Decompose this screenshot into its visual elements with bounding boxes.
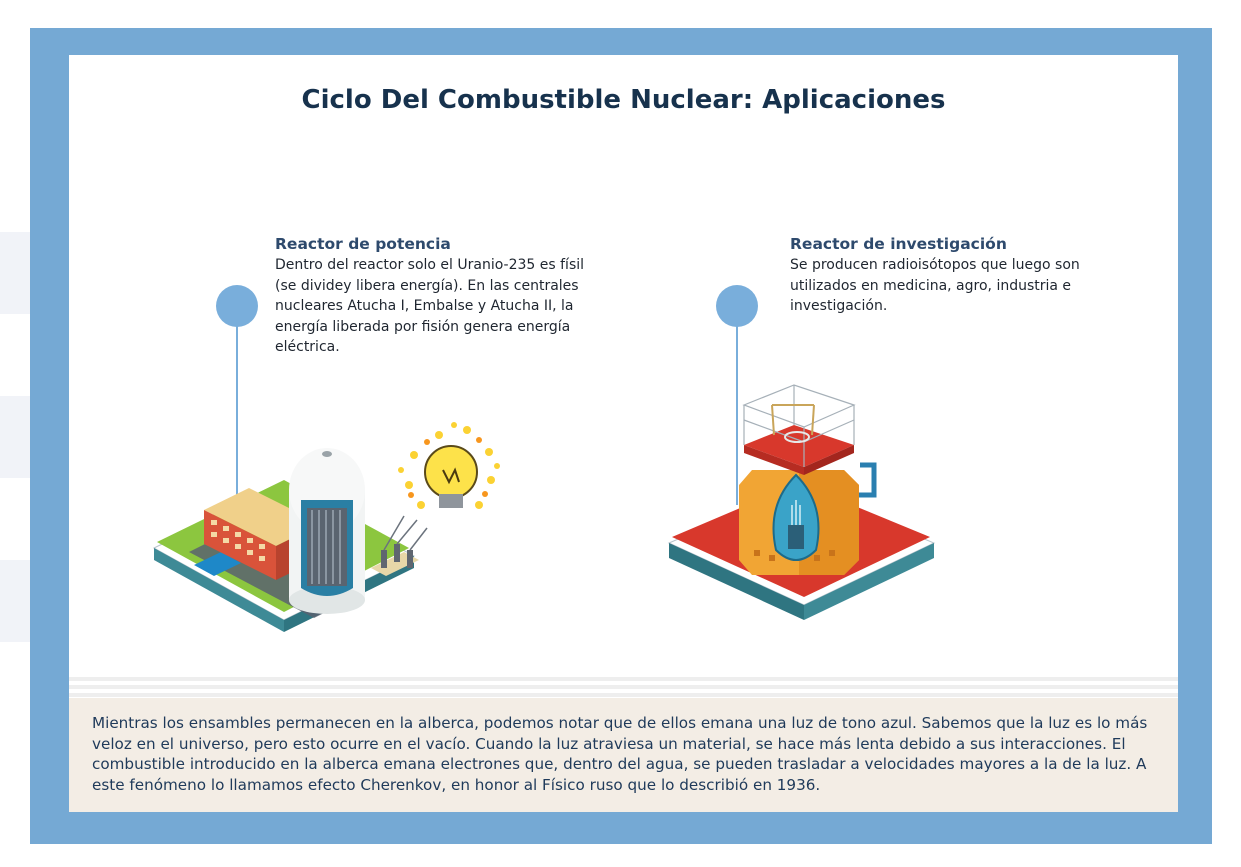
section-heading: Reactor de potencia xyxy=(275,235,451,253)
side-strip xyxy=(0,560,30,642)
marker-line xyxy=(736,320,738,505)
divider xyxy=(69,685,1178,689)
footer-note: Mientras los ensambles permanecen en la … xyxy=(69,698,1178,812)
marker-line xyxy=(236,320,238,510)
section-heading: Reactor de investigación xyxy=(790,235,1007,253)
footer-text: Mientras los ensambles permanecen en la … xyxy=(92,714,1148,794)
power-plant-illustration xyxy=(152,422,500,632)
divider xyxy=(69,677,1178,681)
section-power-reactor: Reactor de potencia Dentro del reactor s… xyxy=(275,235,605,358)
content-panel: Ciclo Del Combustible Nuclear: Aplicacio… xyxy=(69,55,1178,812)
section-body: Dentro del reactor solo el Uranio-235 es… xyxy=(275,257,585,355)
section-research-reactor: Reactor de investigación Se producen rad… xyxy=(790,235,1090,317)
section-body: Se producen radioisótopos que luego son … xyxy=(790,257,1080,314)
side-strip xyxy=(0,396,30,478)
research-reactor-illustration xyxy=(667,384,936,620)
divider xyxy=(69,693,1178,697)
side-strip xyxy=(0,232,30,314)
page-title: Ciclo Del Combustible Nuclear: Aplicacio… xyxy=(301,85,946,115)
